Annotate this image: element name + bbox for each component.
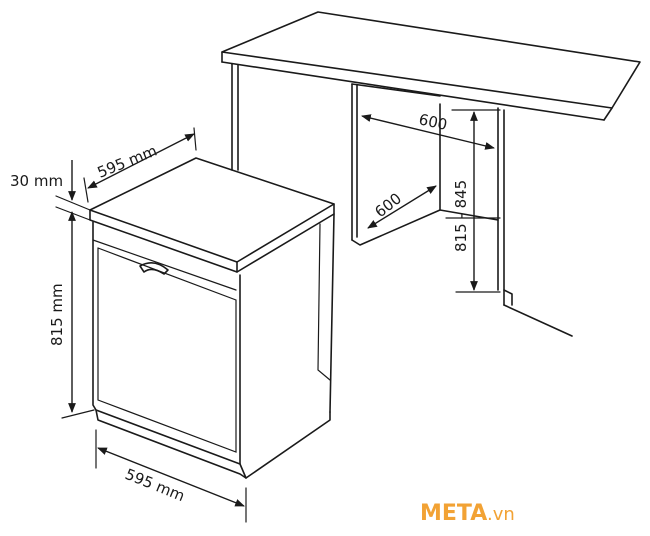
counter-side-edge xyxy=(603,107,613,121)
niche-ceiling xyxy=(351,83,441,97)
label-niche-depth: 600 xyxy=(371,189,405,221)
dishwasher-top xyxy=(89,157,335,263)
dim-niche-height: 815 - 845 xyxy=(445,109,501,293)
label-top-depth: 595 mm xyxy=(95,142,160,182)
counter-bottom-edge xyxy=(221,61,605,121)
label-thickness: 30 mm xyxy=(10,172,63,190)
dim-height: 815 mm xyxy=(48,211,95,419)
label-niche-height: 815 - 845 xyxy=(452,180,470,252)
dishwasher-top-edge xyxy=(89,203,335,273)
control-panel-line xyxy=(92,239,237,291)
door-handle xyxy=(139,262,169,275)
label-height: 815 mm xyxy=(48,283,66,346)
right-cabinet-kick xyxy=(503,289,513,306)
floor-line-right xyxy=(503,304,573,337)
watermark: META .vn xyxy=(420,501,515,526)
dishwasher xyxy=(89,157,335,479)
dim-thickness: 30 mm xyxy=(10,160,91,221)
dim-width: 595 mm xyxy=(95,429,247,523)
niche-floor xyxy=(351,209,499,246)
watermark-brand: META xyxy=(420,501,487,526)
kitchen-counter xyxy=(221,11,641,337)
dim-niche-depth: 600 xyxy=(367,185,437,229)
dishwasher-side-edge xyxy=(329,213,335,413)
dim-top-depth: 595 mm xyxy=(83,127,197,203)
counter-top xyxy=(221,11,641,109)
watermark-suffix: .vn xyxy=(487,504,515,525)
label-niche-width: 600 xyxy=(417,110,449,134)
dishwasher-side-detail xyxy=(317,223,331,381)
dishwasher-door xyxy=(97,247,237,453)
dishwasher-front-outer xyxy=(92,221,241,465)
